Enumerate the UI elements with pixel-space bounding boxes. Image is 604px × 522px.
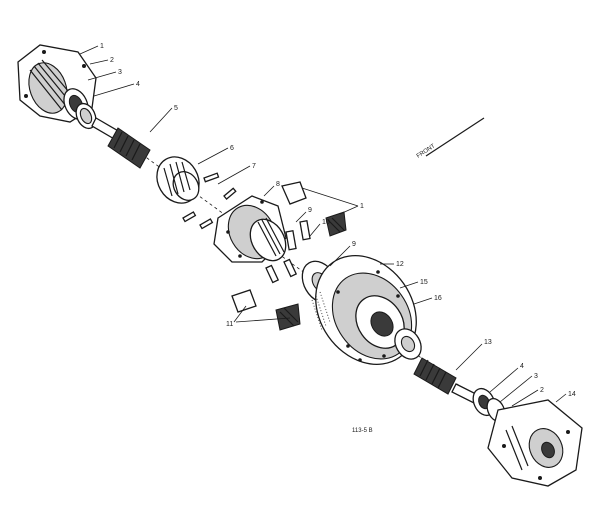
callout-5: 5 bbox=[174, 105, 178, 112]
bevel-gears-upper bbox=[281, 181, 347, 237]
front-arrow: FRONT bbox=[416, 117, 485, 160]
callout-11: 11 bbox=[226, 321, 233, 328]
callout-12: 12 bbox=[396, 261, 404, 268]
callout-3-right: 3 bbox=[534, 373, 538, 380]
side-gears-lower bbox=[231, 289, 301, 331]
callout-4-left: 4 bbox=[136, 81, 140, 88]
callout-9-lower: 9 bbox=[352, 241, 356, 248]
spider-pins bbox=[265, 220, 311, 284]
callout-6: 6 bbox=[230, 145, 234, 152]
callout-3-left: 3 bbox=[118, 69, 122, 76]
callout-8: 8 bbox=[276, 181, 280, 188]
right-end-housing bbox=[487, 399, 583, 487]
callout-9-upper: 9 bbox=[308, 207, 312, 214]
callout-1-center: 1 bbox=[360, 203, 364, 210]
callout-14: 14 bbox=[568, 391, 576, 398]
small-pins bbox=[182, 172, 237, 230]
center-bearing bbox=[394, 328, 422, 360]
roller-bearing-cage bbox=[156, 156, 200, 204]
left-pinion-shaft bbox=[91, 117, 151, 169]
left-bearing-set bbox=[63, 88, 97, 130]
callout-13: 13 bbox=[484, 339, 492, 346]
callout-16: 16 bbox=[434, 295, 442, 302]
callout-1-left: 1 bbox=[100, 43, 104, 50]
main-gear-housing bbox=[311, 255, 417, 365]
figure-code: 113-5 B bbox=[352, 428, 373, 434]
leader-lines bbox=[79, 45, 567, 407]
callout-2-left: 2 bbox=[110, 57, 114, 64]
callout-7: 7 bbox=[252, 163, 256, 170]
callout-10: 10 bbox=[322, 219, 330, 226]
callout-15: 15 bbox=[420, 279, 428, 286]
callout-labels: 1 2 3 4 5 6 7 8 9 10 1 9 12 15 16 11 13 … bbox=[100, 43, 576, 398]
differential-case-half bbox=[213, 195, 287, 263]
callout-2-right: 2 bbox=[540, 387, 544, 394]
callout-4-right: 4 bbox=[520, 363, 524, 370]
